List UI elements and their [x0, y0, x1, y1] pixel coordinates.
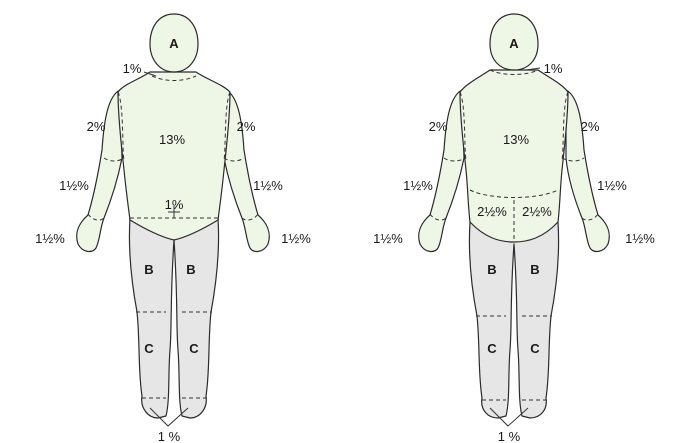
front-feet-label: 1 %: [158, 429, 181, 443]
back-forearm-right-label: 1½%: [597, 178, 627, 193]
front-figure: [77, 14, 270, 426]
back-head-label: A: [509, 36, 519, 51]
back-buttock-left-label: 2½%: [477, 204, 507, 219]
back-right-arm: [566, 90, 609, 251]
front-hand-left-label: 1½%: [35, 231, 65, 246]
front-left-arm: [77, 90, 122, 251]
front-thigh-left-label: B: [144, 262, 153, 277]
back-upper-arm-right-label: 2%: [581, 119, 600, 134]
front-genitals-label: 1%: [165, 197, 184, 212]
front-leg-right-label: C: [189, 341, 199, 356]
back-figure: [419, 14, 610, 426]
back-thigh-left-label: B: [487, 262, 496, 277]
back-leg-left-label: C: [487, 341, 497, 356]
front-upper-arm-left-label: 2%: [87, 119, 106, 134]
back-feet-label: 1 %: [498, 429, 521, 443]
front-neck-label: 1%: [123, 61, 142, 76]
back-hand-left-label: 1½%: [373, 231, 403, 246]
front-leg-left-label: C: [144, 341, 154, 356]
back-forearm-left-label: 1½%: [403, 178, 433, 193]
back-trunk-label: 13%: [503, 132, 529, 147]
back-legs: [469, 222, 558, 418]
back-hand-right-label: 1½%: [625, 231, 655, 246]
front-right-arm: [224, 90, 269, 251]
front-legs: [129, 218, 218, 418]
front-upper-arm-right-label: 2%: [237, 119, 256, 134]
back-thigh-right-label: B: [530, 262, 539, 277]
front-hand-right-label: 1½%: [281, 231, 311, 246]
front-head-label: A: [169, 36, 179, 51]
front-thigh-right-label: B: [186, 262, 195, 277]
back-neck-label: 1%: [544, 61, 563, 76]
back-leg-right-label: C: [530, 341, 540, 356]
front-forearm-left-label: 1½%: [59, 178, 89, 193]
back-buttock-right-label: 2½%: [522, 204, 552, 219]
front-forearm-right-label: 1½%: [253, 178, 283, 193]
front-trunk-label: 13%: [159, 132, 185, 147]
back-upper-arm-left-label: 2%: [429, 119, 448, 134]
back-left-arm: [419, 90, 464, 251]
